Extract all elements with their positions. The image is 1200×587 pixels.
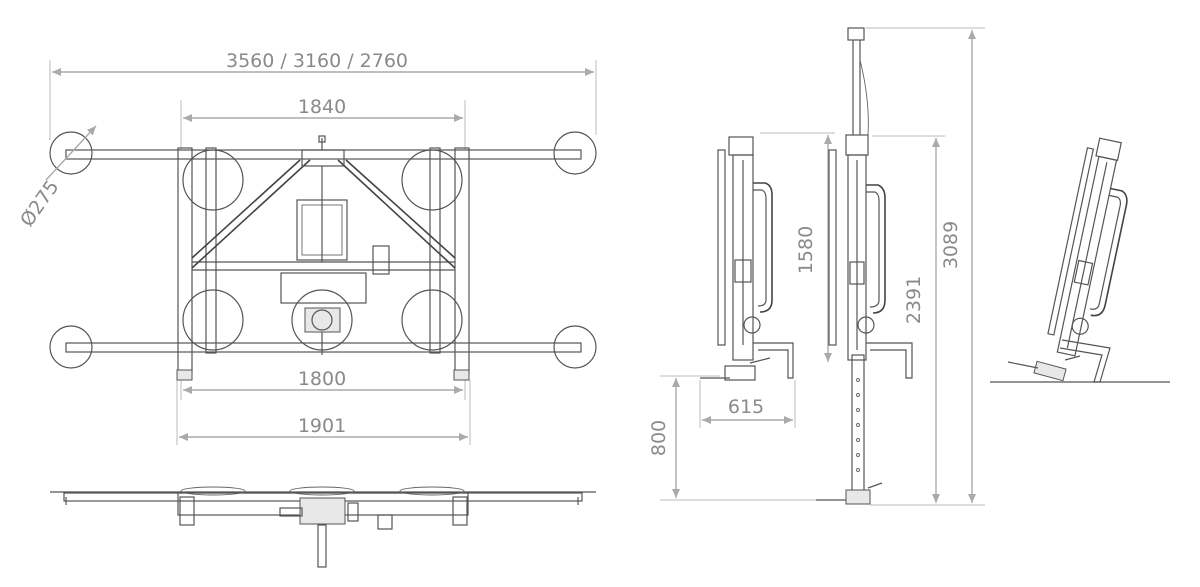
frame-outer-width-label: 1901: [298, 415, 346, 437]
overall-width-label: 3560 / 3160 / 2760: [226, 50, 408, 72]
side-view-raised: 2391 3089: [816, 27, 985, 506]
lift-height-label: 2391: [903, 276, 925, 324]
top-view: [50, 486, 596, 568]
frame-bottom-width-label: 1800: [298, 368, 346, 390]
front-view: 3560 / 3160 / 2760 1840 Ø275: [16, 50, 597, 445]
side-view-lowered: 1580 615 800: [648, 132, 835, 501]
side-height-label: 1580: [795, 226, 817, 274]
base-depth-label: 615: [728, 396, 764, 418]
total-height-label: 3089: [940, 221, 962, 269]
side-view-tilted: [990, 137, 1170, 383]
cup-diameter-label: Ø275: [16, 176, 63, 231]
frame-top-width-label: 1840: [298, 96, 346, 118]
stand-height-label: 800: [648, 420, 670, 456]
